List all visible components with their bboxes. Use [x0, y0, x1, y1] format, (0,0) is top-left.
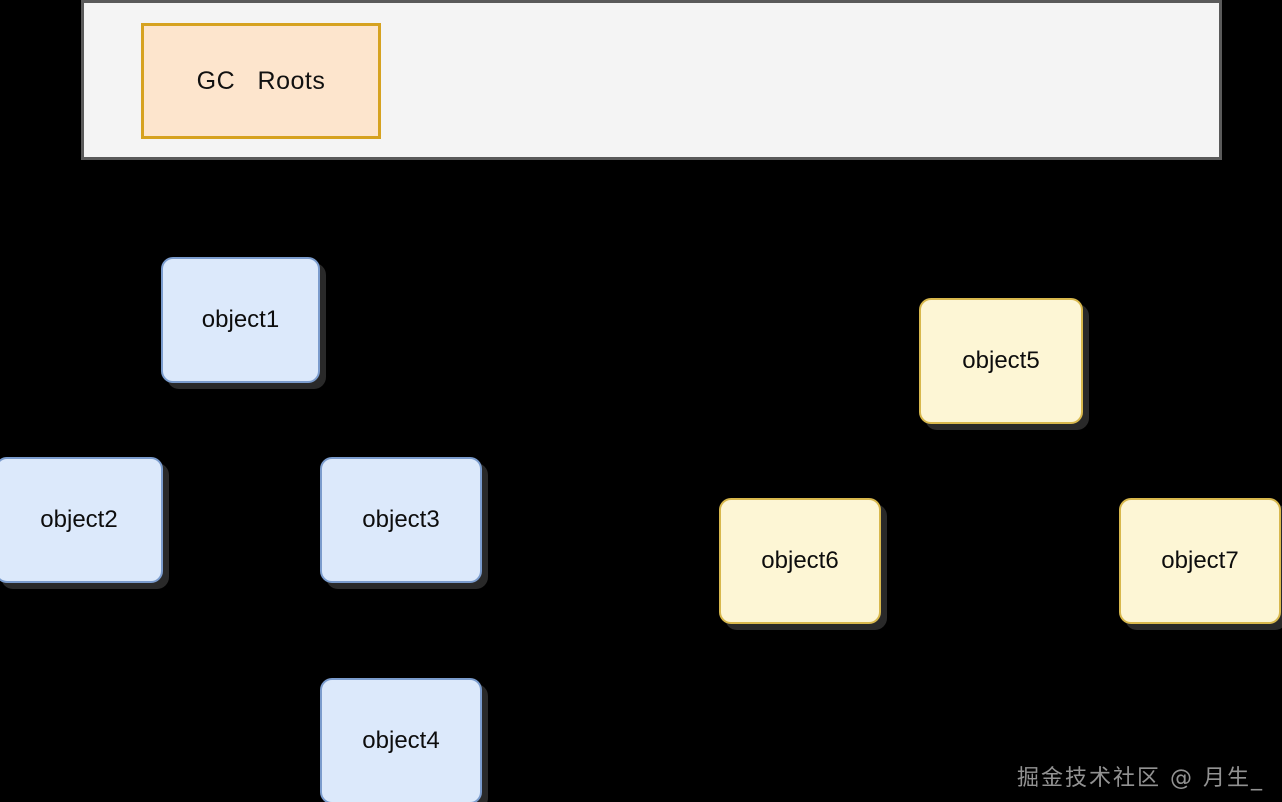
- node-object3[interactable]: object3: [320, 457, 482, 583]
- node-object5-label: object5: [962, 347, 1040, 374]
- gc-roots-node[interactable]: GC Roots: [141, 23, 381, 139]
- edge-object1-object2: [80, 383, 227, 457]
- node-object7[interactable]: object7: [1119, 498, 1281, 624]
- node-object5[interactable]: object5: [919, 298, 1083, 424]
- node-object4-label: object4: [362, 727, 440, 754]
- node-object4[interactable]: object4: [320, 678, 482, 802]
- edge-object5-object6: [800, 424, 987, 498]
- node-object2-label: object2: [40, 506, 118, 533]
- node-object7-label: object7: [1161, 547, 1239, 574]
- node-object6[interactable]: object6: [719, 498, 881, 624]
- node-object3-label: object3: [362, 506, 440, 533]
- node-object1[interactable]: object1: [161, 257, 320, 383]
- gc-roots-label: GC Roots: [196, 66, 326, 95]
- node-object6-label: object6: [761, 547, 839, 574]
- watermark: 掘金技术社区 @ 月生_: [1017, 766, 1264, 791]
- edge-object1-object3: [253, 383, 401, 457]
- edge-object5-object7: [1018, 424, 1200, 498]
- node-object1-label: object1: [201, 306, 280, 333]
- node-object2[interactable]: object2: [0, 457, 163, 583]
